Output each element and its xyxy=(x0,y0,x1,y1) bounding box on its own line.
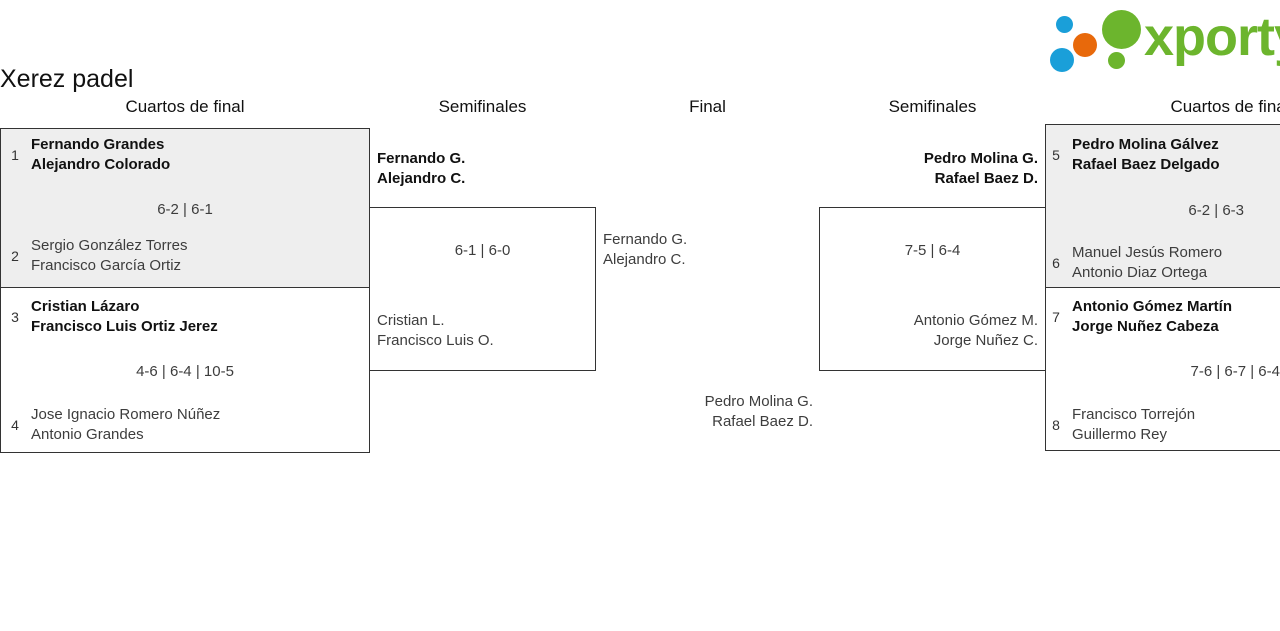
team-players: Fernando G. Alejandro C. xyxy=(377,149,465,188)
team-players: Pedro Molina G. Rafael Baez D. xyxy=(924,149,1038,188)
player-name: Alejandro C. xyxy=(603,250,686,268)
player-name: Manuel Jesús Romero xyxy=(1072,244,1223,261)
player-name: Alejandro Colorado xyxy=(31,155,171,173)
score-quarterfinal-3: 6-2 | 6-3 xyxy=(1188,202,1244,219)
xporty-logo[interactable]: xporty xyxy=(1046,4,1280,72)
player-name: Rafael Baez D. xyxy=(934,169,1038,187)
player-name: Fernando G. xyxy=(377,150,466,167)
round-header-final: Final xyxy=(689,97,726,116)
team-quarterfinal-2-bottom[interactable]: 4 Jose Ignacio Romero Núñez Antonio Gran… xyxy=(8,405,220,444)
team-semifinal-left-top[interactable]: Fernando G. Alejandro C. xyxy=(377,149,465,188)
team-players: Manuel Jesús Romero Antonio Diaz Ortega xyxy=(1072,243,1222,282)
player-name: Francisco Torrejón xyxy=(1072,406,1196,423)
team-quarterfinal-4-bottom[interactable]: 8 Francisco Torrejón Guillermo Rey xyxy=(1049,405,1195,444)
player-name: Sergio González Torres xyxy=(31,237,188,254)
seed-number: 1 xyxy=(11,147,19,163)
team-players: Fernando G. Alejandro C. xyxy=(603,230,687,269)
seed-number: 6 xyxy=(1052,255,1060,271)
team-quarterfinal-3-top[interactable]: 5 Pedro Molina Gálvez Rafael Baez Delgad… xyxy=(1049,135,1220,174)
player-name: Pedro Molina G. xyxy=(923,150,1038,167)
match-box-semifinal-right[interactable] xyxy=(819,207,1046,371)
team-semifinal-left-bottom[interactable]: Cristian L. Francisco Luis O. xyxy=(377,311,494,350)
team-semifinal-right-top[interactable]: Pedro Molina G. Rafael Baez D. xyxy=(821,149,1038,188)
logo-dot-blue-bottom-icon xyxy=(1050,48,1074,72)
round-header-semifinals-left: Semifinales xyxy=(438,97,527,116)
team-quarterfinal-3-bottom[interactable]: 6 Manuel Jesús Romero Antonio Diaz Orteg… xyxy=(1049,243,1222,282)
team-quarterfinal-1-top[interactable]: 1 Fernando Grandes Alejandro Colorado xyxy=(8,135,170,174)
player-name: Rafael Baez Delgado xyxy=(1072,155,1220,173)
team-quarterfinal-4-top[interactable]: 7 Antonio Gómez Martín Jorge Nuñez Cabez… xyxy=(1049,297,1232,336)
player-name: Antonio Diaz Ortega xyxy=(1072,263,1208,281)
tournament-name: Xerez padel xyxy=(0,65,134,93)
player-name: Fernando G. xyxy=(603,231,688,248)
score-quarterfinal-2: 4-6 | 6-4 | 10-5 xyxy=(136,363,234,380)
score-quarterfinal-1: 6-2 | 6-1 xyxy=(157,201,213,218)
player-name: Pedro Molina G. xyxy=(704,393,813,410)
team-players: Jose Ignacio Romero Núñez Antonio Grande… xyxy=(31,405,220,444)
player-name: Guillermo Rey xyxy=(1072,425,1168,443)
seed-number: 7 xyxy=(1052,309,1060,325)
team-final-right[interactable]: Pedro Molina G. Rafael Baez D. xyxy=(603,392,813,431)
player-name: Jorge Nuñez Cabeza xyxy=(1072,317,1219,335)
player-name: Rafael Baez D. xyxy=(712,412,813,430)
player-name: Jorge Nuñez C. xyxy=(933,331,1038,349)
player-name: Antonio Gómez M. xyxy=(913,312,1038,329)
match-box-quarterfinal-3[interactable] xyxy=(1045,124,1280,288)
team-players: Cristian Lázaro Francisco Luis Ortiz Jer… xyxy=(31,297,218,336)
logo-wordmark: xporty xyxy=(1144,7,1280,67)
player-name: Antonio Gómez Martín xyxy=(1072,298,1232,315)
seed-number: 8 xyxy=(1052,417,1060,433)
round-header-quarterfinals-right: Cuartos de final xyxy=(1170,97,1280,116)
player-name: Pedro Molina Gálvez xyxy=(1072,136,1219,153)
logo-dot-orange-icon xyxy=(1073,33,1097,57)
logo-dot-green-small-icon xyxy=(1108,52,1125,69)
team-players: Antonio Gómez M. Jorge Nuñez C. xyxy=(914,311,1038,350)
match-box-quarterfinal-4[interactable] xyxy=(1045,287,1280,451)
team-quarterfinal-1-bottom[interactable]: 2 Sergio González Torres Francisco Garcí… xyxy=(8,236,187,275)
score-semifinal-right: 7-5 | 6-4 xyxy=(904,242,961,259)
seed-number: 5 xyxy=(1052,147,1060,163)
team-quarterfinal-2-top[interactable]: 3 Cristian Lázaro Francisco Luis Ortiz J… xyxy=(8,297,218,336)
logo-dot-green-large-icon xyxy=(1102,10,1141,49)
team-final-left[interactable]: Fernando G. Alejandro C. xyxy=(603,230,687,269)
team-players: Fernando Grandes Alejandro Colorado xyxy=(31,135,170,174)
match-box-quarterfinal-1[interactable] xyxy=(0,128,370,288)
team-players: Francisco Torrejón Guillermo Rey xyxy=(1072,405,1195,444)
match-box-quarterfinal-2[interactable] xyxy=(0,287,370,453)
score-semifinal-left: 6-1 | 6-0 xyxy=(454,242,511,259)
seed-number: 4 xyxy=(11,417,19,433)
player-name: Francisco Luis O. xyxy=(377,331,494,349)
player-name: Alejandro C. xyxy=(377,169,466,187)
round-header-quarterfinals-left: Cuartos de final xyxy=(125,97,245,116)
team-players: Sergio González Torres Francisco García … xyxy=(31,236,187,275)
player-name: Francisco Luis Ortiz Jerez xyxy=(31,317,218,335)
team-players: Cristian L. Francisco Luis O. xyxy=(377,311,494,350)
player-name: Cristian L. xyxy=(377,312,445,329)
seed-number: 3 xyxy=(11,309,19,325)
round-header-semifinals-right: Semifinales xyxy=(888,97,977,116)
team-semifinal-right-bottom[interactable]: Antonio Gómez M. Jorge Nuñez C. xyxy=(821,311,1038,350)
team-players: Pedro Molina Gálvez Rafael Baez Delgado xyxy=(1072,135,1220,174)
seed-number: 2 xyxy=(11,248,19,264)
player-name: Cristian Lázaro xyxy=(31,298,140,315)
player-name: Antonio Grandes xyxy=(31,425,144,443)
player-name: Jose Ignacio Romero Núñez xyxy=(31,406,221,423)
team-players: Pedro Molina G. Rafael Baez D. xyxy=(705,392,813,431)
logo-dot-blue-top-icon xyxy=(1056,16,1073,33)
team-players: Antonio Gómez Martín Jorge Nuñez Cabeza xyxy=(1072,297,1232,336)
player-name: Fernando Grandes xyxy=(31,136,165,153)
match-box-semifinal-left[interactable] xyxy=(369,207,596,371)
player-name: Francisco García Ortiz xyxy=(31,256,182,274)
score-quarterfinal-4: 7-6 | 6-7 | 6-4 xyxy=(1190,363,1280,380)
